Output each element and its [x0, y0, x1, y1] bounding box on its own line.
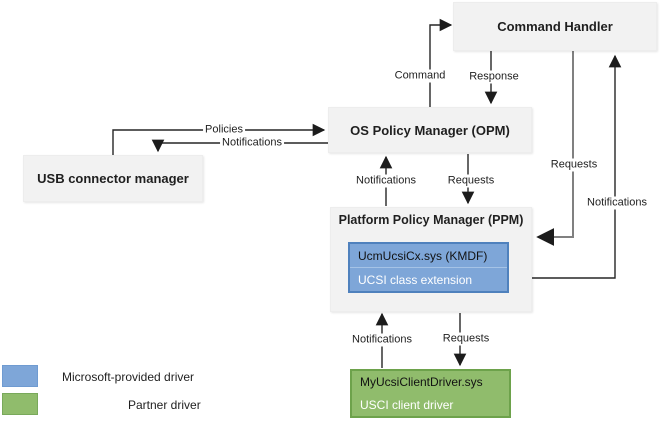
ucsi-class-extension-filename: UcmUcsiCx.sys (KMDF)	[350, 244, 507, 268]
node-opm-title: OS Policy Manager (OPM)	[350, 122, 510, 138]
edge-label-requests-opm-ppm: Requests	[445, 174, 497, 188]
ucsi-class-extension-description: UCSI class extension	[358, 272, 473, 287]
node-command-handler: Command Handler	[453, 2, 657, 51]
node-command-handler-title: Command Handler	[497, 19, 613, 34]
node-ucsi-client-driver: MyUcsiClientDriver.sys USCI client drive…	[350, 369, 511, 418]
edge-label-command: Command	[392, 69, 448, 83]
legend-swatch-partner	[2, 393, 38, 415]
ucsi-client-driver-filename: MyUcsiClientDriver.sys	[360, 375, 483, 390]
node-usb-connector-manager-title: USB connector manager	[37, 171, 189, 186]
ucsi-client-driver-description: USCI client driver	[360, 397, 454, 412]
edge-requests-ch-ppm	[536, 51, 574, 246]
node-usb-connector-manager: USB connector manager	[23, 155, 203, 202]
edge-label-notifications-opm: Notifications	[354, 174, 418, 188]
legend-swatch-microsoft	[2, 365, 38, 387]
edge-command	[429, 18, 453, 107]
edge-policies	[112, 123, 326, 155]
edge-label-notifications-client-ppm: Notifications	[350, 333, 414, 347]
edge-label-requests-ch-ppm: Requests	[548, 158, 600, 172]
edge-label-requests-ppm-client: Requests	[440, 332, 492, 346]
edge-label-response: Response	[467, 70, 521, 84]
node-opm: OS Policy Manager (OPM)	[328, 107, 532, 153]
node-ucsi-class-extension: UcmUcsiCx.sys (KMDF) UCSI class extensio…	[348, 242, 509, 293]
edge-label-notifications-usb: Notifications	[220, 136, 284, 150]
legend-label-microsoft: Microsoft-provided driver	[62, 370, 195, 384]
edge-label-notifications-ppm-ch: Notifications	[585, 196, 649, 210]
edge-label-policies: Policies	[203, 123, 245, 137]
edge-notifications-ppm-ch	[532, 54, 622, 279]
node-ppm-title: Platform Policy Manager (PPM)	[338, 213, 524, 227]
legend-label-partner: Partner driver	[128, 398, 201, 412]
